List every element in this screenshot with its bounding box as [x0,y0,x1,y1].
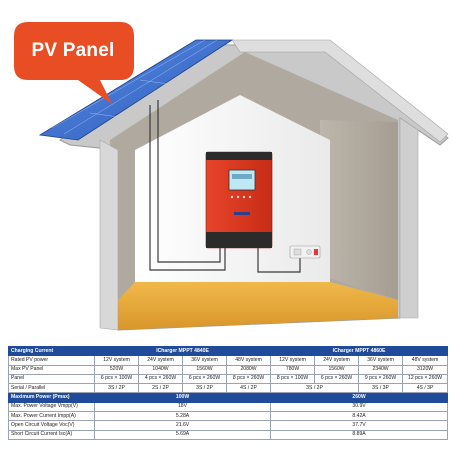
right-wall [320,120,398,300]
row-label: Open Circuit Voltage Voc(V) [8,420,95,431]
table-cell: 8 pcs × 100W [270,373,316,385]
table-row: Max. Power Current Impp(A) 5.28A 8.42A [8,411,449,422]
table-cell: 2S / 2P [138,383,183,394]
table-cell: 21.6V [93,420,272,431]
row-label: Serial / Parallel [8,383,95,394]
table-cell: 48V system [402,355,449,366]
table-cell: 37.7V [270,420,449,431]
table-cell: 3120W [402,364,449,375]
table-cell: 3S / 2P [94,383,139,394]
mppt-controller [205,151,273,249]
table-cell: 1560W [182,364,227,375]
table-cell: 24V system [138,355,183,366]
table-cell: 520W [94,364,139,375]
table-row: Rated PV power 12V system 24V system 36V… [8,355,449,366]
table-cell: 12V system [94,355,139,366]
table-cell: 780W [270,364,316,375]
table-cell: 30.9V [270,401,449,413]
table-row: Panel 6 pcs × 100W 4 pcs × 260W 6 pcs × … [8,373,449,385]
table-cell: 6 pcs × 260W [314,373,360,385]
model-a-name: ICharger MPPT 4840E [93,345,272,357]
table-header-row: Charging Current ICharger MPPT 4840E ICh… [8,345,449,357]
table-cell: 1040W [138,364,183,375]
front-wall-left [99,139,119,331]
model-b-name: ICharger MPPT 4860E [270,345,449,357]
table-cell: 5.69A [93,429,272,440]
table-cell: 1560W [314,364,360,375]
pv-cable-1 [149,105,226,271]
row-label: Short Circuit Current Isc(A) [8,429,95,440]
table-cell: 6 pcs × 100W [94,373,139,385]
header-label: Charging Current [8,345,95,357]
row-label: Max. Power Current Impp(A) [8,411,95,422]
pv-panel-callout-label: PV Panel [31,40,115,61]
table-cell: 3S / 3P [358,383,404,394]
row-label: Max PV Panel [8,364,95,375]
table-cell: 24V system [314,355,360,366]
table-cell: 4S / 3P [402,383,449,394]
table-cell: 48V system [225,355,272,366]
row-label: Panel [8,373,95,385]
pmax-a: 100W [93,392,272,403]
table-row: Serial / Parallel 3S / 2P 2S / 2P 3S / 2… [8,383,449,394]
table-cell: 4S / 2P [225,383,272,394]
house-illustration [14,22,449,331]
table-cell: 8.42A [270,411,449,422]
pv-panel-callout-bubble [14,22,134,104]
table-cell: 36V system [358,355,404,366]
table-cell: 36V system [182,355,227,366]
pmax-header-row: Maximum Power (Pmax) 100W 260W [8,392,449,403]
table-row: Short Circuit Current Isc(A) 5.69A 8.89A [8,429,449,440]
table-row: Open Circuit Voltage Voc(V) 21.6V 37.7V [8,420,449,431]
table-cell: 3S / 2P [182,383,227,394]
row-label: Rated PV power [8,355,95,366]
output-cable [257,246,301,273]
table-cell: 5.28A [93,411,272,422]
table-cell: 3S / 2P [270,383,360,394]
floor [118,282,398,330]
wall-outlet [289,245,321,259]
table-cell: 4 pcs × 260W [138,373,183,385]
roof-edge-right [231,39,449,143]
table-row: Max. Power Voltage Vmpp(V) 18V 30.9V [8,401,449,413]
table-cell: 12 pcs × 260W [402,373,449,385]
pmax-b: 260W [270,392,449,403]
table-cell: 12V system [270,355,316,366]
table-cell: 18V [93,401,272,413]
table-cell: 8.89A [270,429,449,440]
pv-cable-2 [157,100,221,263]
table-cell: 6 pcs × 260W [182,373,227,385]
pmax-label: Maximum Power (Pmax) [8,392,95,403]
front-wall-right [399,117,419,319]
spec-table: Charging Current ICharger MPPT 4840E ICh… [8,345,449,440]
table-cell: 2080W [225,364,272,375]
table-row: Max PV Panel 520W 1040W 1560W 2080W 780W… [8,364,449,375]
table-cell: 2340W [358,364,404,375]
row-label: Max. Power Voltage Vmpp(V) [8,401,95,413]
table-cell: 9 pcs × 260W [358,373,404,385]
table-cell: 8 pcs × 260W [225,373,272,385]
